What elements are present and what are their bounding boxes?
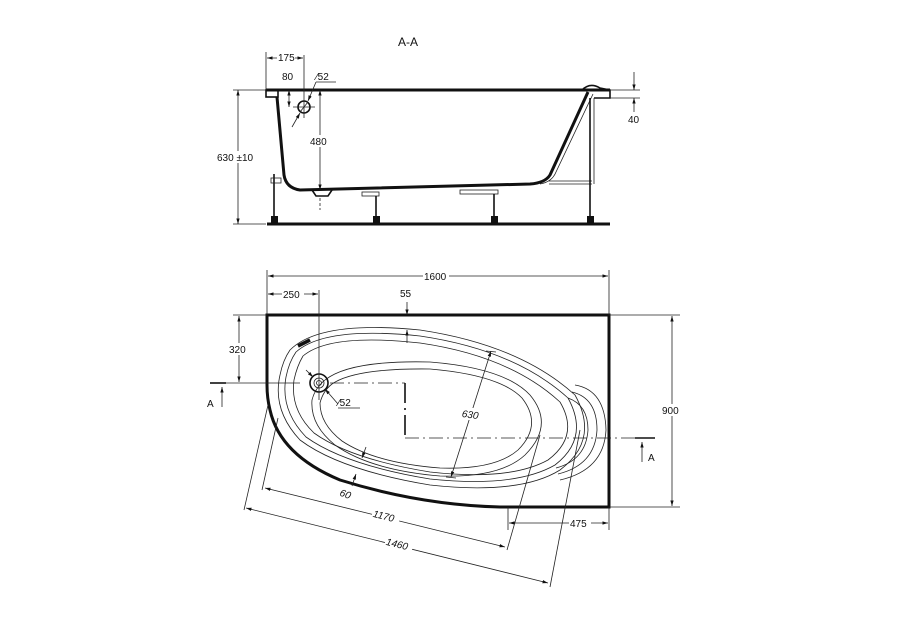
ext-1460-right — [549, 429, 581, 588]
dim-630-tick-bottom — [445, 476, 457, 479]
leader-diam-2 — [291, 112, 301, 128]
leader-diam — [307, 81, 317, 102]
dim-900-bg — [660, 404, 684, 416]
dim-drain-diameter: ∕52 — [335, 398, 351, 409]
dim-480: 480 — [310, 137, 327, 148]
rim-inner — [293, 339, 568, 476]
dim-480-bg — [309, 135, 331, 147]
dim-1600-bg — [423, 270, 449, 282]
dim-475-bg — [569, 517, 591, 529]
leader-plan-diam-1 — [305, 369, 314, 378]
dim-475: 475 — [570, 519, 587, 530]
dim-250-bg — [282, 288, 304, 300]
dim-630-plan: 630 — [461, 409, 479, 422]
leg-4 — [587, 98, 595, 224]
bracket-1 — [361, 191, 380, 197]
headrest-3 — [555, 397, 589, 469]
rim-mid — [284, 332, 577, 482]
leg-left — [270, 174, 282, 224]
headrest-2 — [557, 391, 598, 475]
section-title: A-A — [398, 35, 418, 49]
leader-plan-diam-2 — [324, 388, 339, 405]
dim-1600: 1600 — [424, 272, 447, 283]
section-marker-left: A — [207, 399, 214, 410]
dim-55: 55 — [400, 289, 412, 300]
basin-outer — [311, 361, 542, 477]
rim-outer — [277, 327, 585, 489]
ext-1170-left — [261, 417, 279, 491]
dim-630: 630 ±10 — [217, 153, 254, 164]
bracket-2 — [459, 189, 499, 195]
tub-outline — [265, 313, 611, 509]
dim-900: 900 — [662, 406, 679, 417]
dim-1460-bg — [383, 534, 415, 554]
plan-view: A A 1600 250 55 320 ∕52 630 — [207, 270, 684, 588]
dim-320: 320 — [229, 345, 246, 356]
dim-overflow-diameter: ∕52 — [313, 72, 329, 83]
tub-shell-inner — [539, 93, 594, 185]
section-marker-right: A — [648, 453, 655, 464]
dim-175-bg — [277, 52, 295, 63]
headrest-1 — [559, 384, 607, 481]
drain — [311, 189, 333, 197]
dim-60-arrow-bottom — [351, 473, 357, 487]
dim-80: 80 — [282, 72, 294, 83]
dim-60: 60 — [338, 488, 353, 502]
section-view: A-A — [216, 35, 640, 226]
rim-left-block — [265, 89, 279, 98]
dim-250: 250 — [283, 290, 300, 301]
ext-1460-left — [243, 404, 269, 511]
dim-1460: 1460 — [385, 537, 410, 553]
dim-630-tick-top — [485, 350, 497, 353]
dim-60-arrow-top — [361, 446, 367, 459]
rim-right — [581, 84, 611, 99]
dim-630-bg — [216, 151, 262, 163]
leg-3 — [491, 194, 498, 224]
tub-shell — [275, 91, 590, 192]
grip-handle — [297, 338, 311, 348]
dim-630-diag-bg — [459, 408, 483, 420]
dim-175: 175 — [278, 53, 295, 64]
ext-1170-right — [506, 434, 541, 551]
basin-inner — [319, 368, 532, 469]
dim-40: 40 — [628, 115, 640, 126]
leg-2 — [373, 196, 380, 224]
dim-320-bg — [227, 343, 251, 355]
